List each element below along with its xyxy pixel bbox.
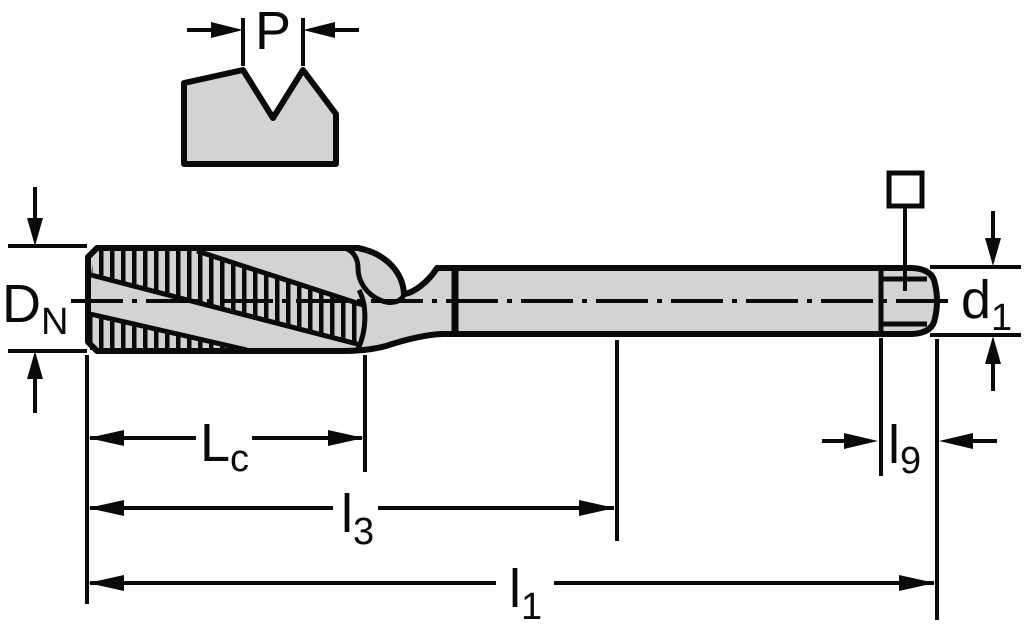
down-arrow (27, 187, 43, 246)
dimension-lc: Lc (88, 355, 367, 480)
dimension-l3: l3 (88, 340, 619, 553)
square-drive-icon (886, 170, 925, 209)
thread-section-hatching (89, 246, 407, 353)
pitch-arrow-right (303, 22, 359, 38)
arrowhead-left (88, 575, 124, 591)
l3-label: l3 (341, 484, 374, 553)
down-arrow (985, 211, 1001, 266)
thread-profile-detail: P (181, 1, 359, 167)
arrowhead-right (579, 500, 615, 516)
thread-teeth-band-upper (91, 251, 366, 345)
arrowhead-left (88, 500, 124, 516)
pitch-label: P (255, 1, 291, 61)
flute-runout-curl (345, 246, 407, 305)
arrowhead-left (88, 430, 124, 446)
thread-runout-boundary (355, 288, 368, 351)
l1-label: l1 (509, 559, 542, 628)
arrowhead-right (899, 575, 935, 591)
up-arrow (985, 336, 1001, 391)
lc-label: Lc (200, 413, 249, 480)
inward-arrow-right (939, 433, 997, 449)
dimension-dn: DN (2, 187, 87, 413)
square-drive-callout (886, 170, 925, 291)
pitch-arrow-left (187, 22, 243, 38)
flute-edge-line (89, 311, 248, 353)
d1-label: d1 (961, 270, 1012, 339)
l9-label: l9 (888, 415, 921, 482)
tap-body (71, 245, 957, 354)
flute-edge-line (196, 248, 367, 309)
arrowhead-right (328, 430, 364, 446)
dimension-l9: l9 (822, 338, 997, 482)
dn-label: DN (2, 274, 68, 343)
up-arrow (27, 351, 43, 413)
inward-arrow-left (822, 433, 878, 449)
thread-profile-shape (181, 67, 339, 167)
dimension-d1: d1 (930, 211, 1021, 391)
flute-edge-line (90, 272, 362, 348)
dimension-l1: l1 (85, 339, 939, 628)
